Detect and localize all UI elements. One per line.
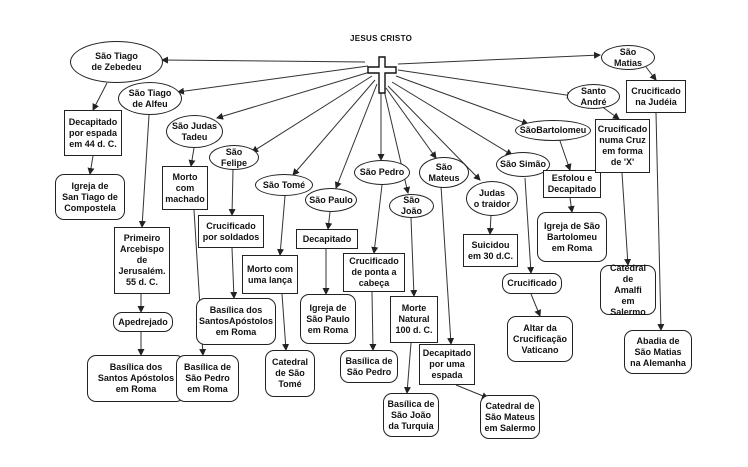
node-sao-joao: São João — [389, 194, 434, 218]
node-jt-death: Morto com machado — [162, 166, 208, 210]
node-ta-church: Basílica dos Santos Apóstolos em Roma — [87, 355, 185, 402]
diagram-title: JESUS CRISTO — [350, 34, 413, 43]
node-jo-church: Basílica de São João da Turquia — [383, 393, 439, 437]
node-fe-death: Crucificado por soldados — [198, 215, 264, 248]
node-sao-paulo: São Paulo — [305, 188, 357, 212]
node-sao-bartolomeu: SãoBartolomeu — [515, 120, 591, 141]
node-sao-matias: São Matias — [601, 45, 655, 70]
node-ba-church: Igreja de São Bartolomeu em Roma — [537, 212, 607, 262]
node-pa-church: Igreja de São Paulo em Roma — [300, 294, 356, 344]
node-sao-pedro: São Pedro — [354, 160, 410, 185]
node-sao-felipe: São Felipe — [209, 145, 259, 170]
node-pe-death: Crucificado de ponta a cabeça — [343, 253, 405, 292]
node-judas-o-traidor: Judas o traidor — [466, 181, 518, 216]
node-sao-judas-tadeu: São Judas Tadeu — [166, 115, 223, 148]
node-fe-church: Basílica dos SantosApóstolos em Roma — [196, 298, 276, 345]
node-an-death: Crucificado numa Cruz em forma de 'X' — [595, 119, 650, 173]
node-sao-mateus: São Mateus — [419, 157, 469, 188]
node-tz-death: Decapitado por espada em 44 d. C. — [64, 110, 122, 156]
node-ba-death: Esfolou e Decapitado — [543, 170, 601, 198]
node-sao-simao: São Simão — [496, 152, 550, 177]
node-sao-tome: São Tomé — [255, 174, 313, 196]
node-sao-tiago-de-alfeu: São Tiago de Alfeu — [118, 82, 182, 115]
node-santo-andre: Santo André — [567, 84, 620, 109]
node-tz-church: Igreja de San Tiago de Compostela — [55, 174, 125, 220]
node-pe-church: Basílica de São Pedro — [340, 350, 398, 383]
node-ma-death: Decapitado por uma espada — [419, 344, 475, 385]
node-pa-death: Decapitado — [296, 229, 358, 249]
node-to-church: Catedral de São Tomé — [265, 350, 315, 397]
cross-icon — [366, 56, 398, 94]
node-an-church: Catedral de Amalfi em Salermo — [600, 263, 656, 317]
node-to-death: Morto com uma lança — [242, 255, 298, 294]
node-ju-death: Suicidou em 30 d.C. — [463, 234, 518, 267]
node-jo-death: Morte Natural 100 d. C. — [390, 296, 438, 343]
node-si-death: Crucificado — [502, 273, 562, 294]
node-mt-church: Abadia de São Matias na Alemanha — [624, 330, 692, 374]
node-ma-church: Catedral de São Mateus em Salermo — [480, 395, 540, 439]
node-si-church: Altar da Crucificação Vaticano — [507, 316, 573, 362]
node-ta-bishop: Primeiro Arcebispo de Jerusalém. 55 d. C… — [114, 227, 170, 294]
node-jt-church: Basílica de São Pedro em Roma — [176, 355, 239, 402]
node-sao-tiago-de-zebedeu: São Tiago de Zebedeu — [70, 41, 163, 83]
node-ta-death: Apedrejado — [113, 312, 173, 332]
node-mt-death: Crucificado na Judéia — [626, 80, 686, 113]
